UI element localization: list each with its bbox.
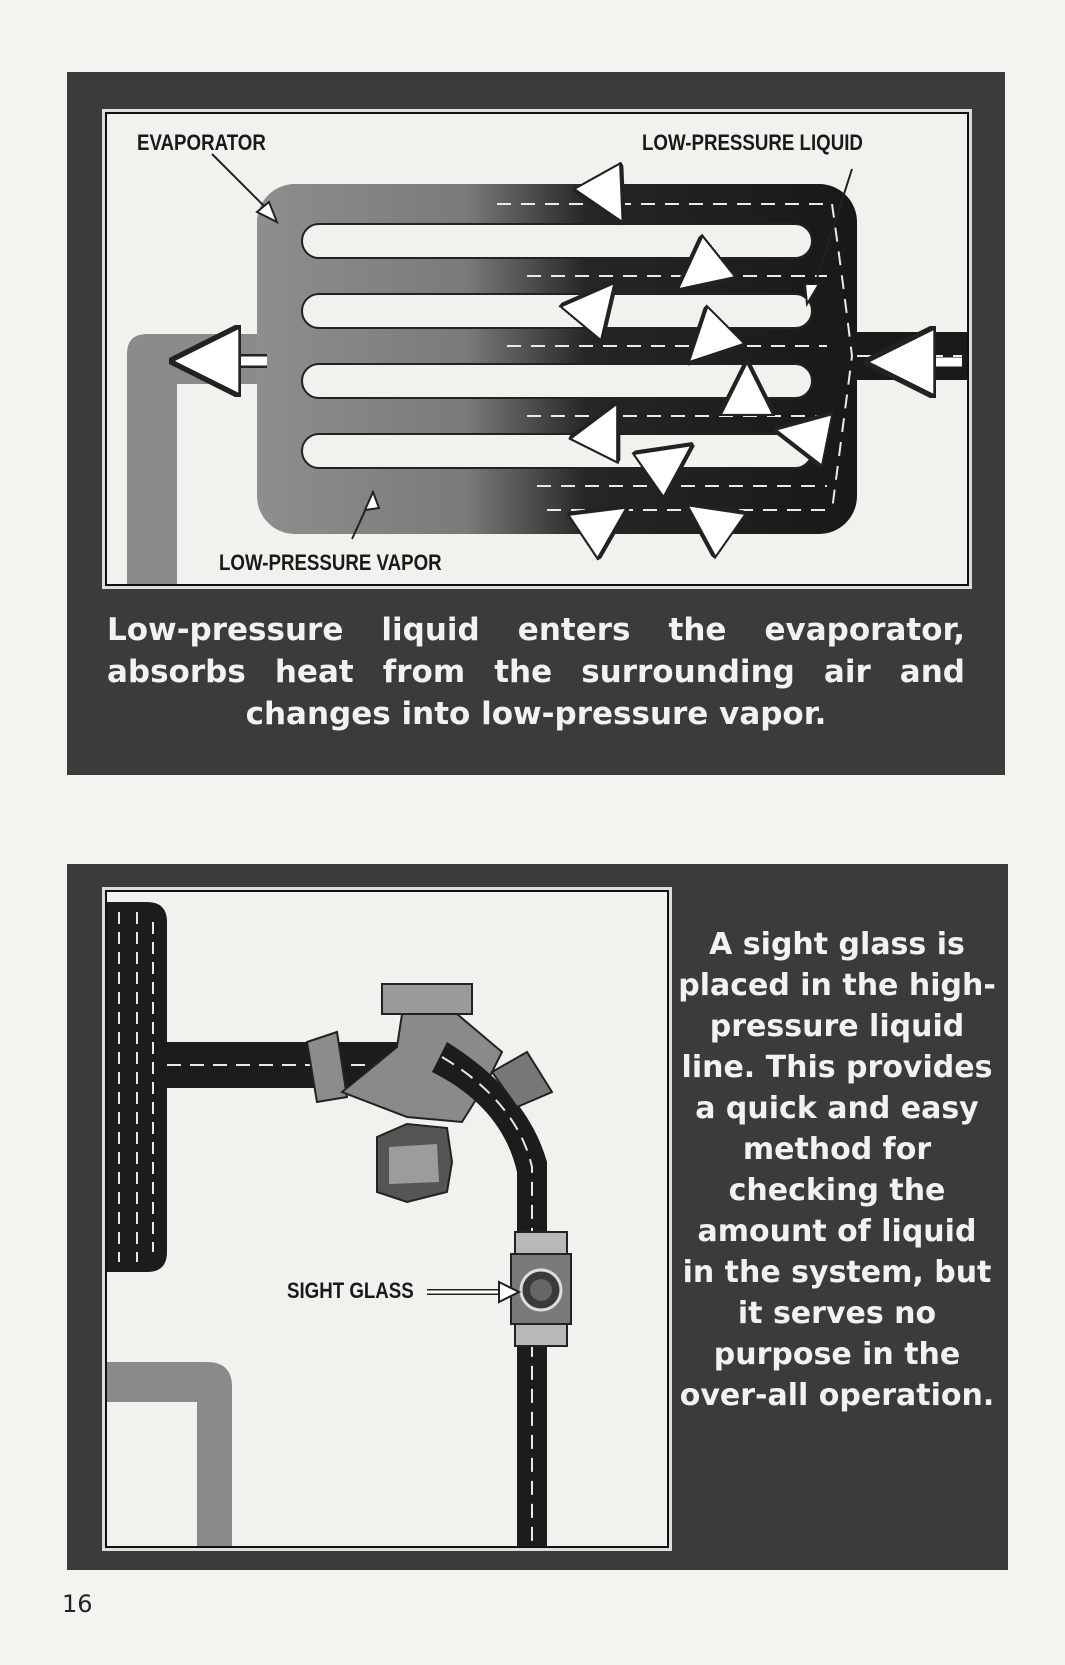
evaporator-figure: EVAPORATOR LOW-PRESSURE LIQUID LOW-PRESS… — [67, 72, 1005, 775]
label-low-pressure-vapor: LOW-PRESSURE VAPOR — [219, 550, 442, 575]
vapor-pipe — [107, 1362, 232, 1546]
page-number: 16 — [62, 1590, 93, 1618]
evaporator-caption: Low-pressure liquid enters the evaporato… — [107, 612, 965, 732]
label-sight-glass: SIGHT GLASS — [287, 1278, 414, 1303]
vapor-outlet-pipe — [127, 334, 267, 584]
sight-glass-caption: A sight glass is placed in the high-pres… — [678, 927, 996, 1413]
evaporator-diagram — [127, 153, 967, 584]
sight-glass-illustration: SIGHT GLASS — [105, 890, 669, 1548]
condenser-coil — [107, 902, 167, 1272]
sight-glass-diagram — [107, 902, 572, 1546]
label-evaporator: EVAPORATOR — [137, 130, 266, 155]
label-low-pressure-liquid: LOW-PRESSURE LIQUID — [642, 130, 863, 155]
valve-fitting — [305, 1030, 349, 1104]
sight-glass-line — [432, 1042, 547, 1546]
sight-glass-figure: SIGHT GLASS A sight glass is placed in t… — [67, 864, 1008, 1570]
evaporator-illustration: EVAPORATOR LOW-PRESSURE LIQUID LOW-PRESS… — [105, 112, 969, 586]
